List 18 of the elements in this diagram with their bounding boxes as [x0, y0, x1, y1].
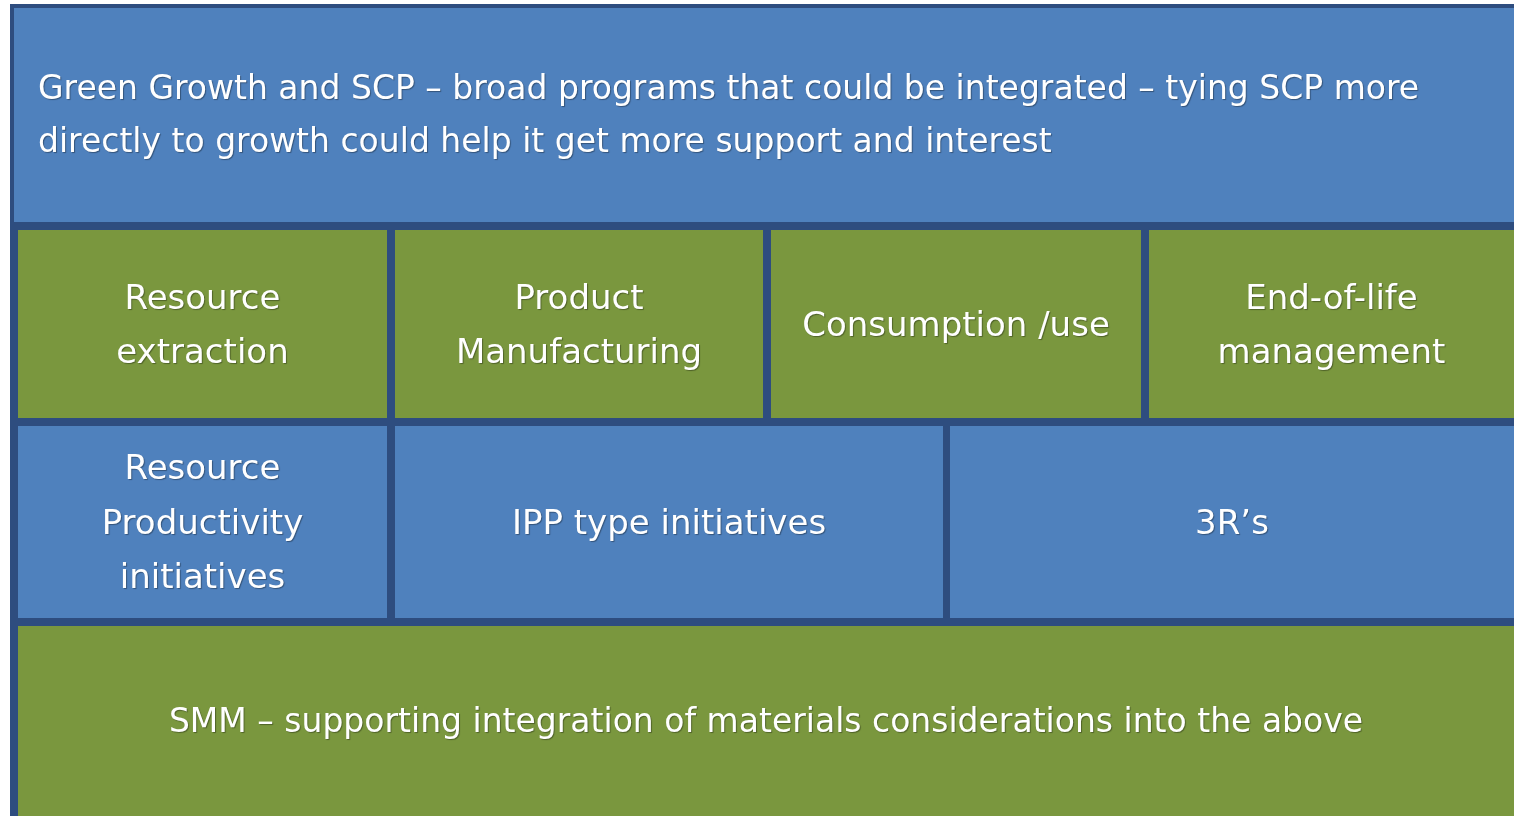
cell-label: Product Manufacturing [454, 275, 704, 373]
stage-cell [395, 426, 943, 618]
header-band [14, 8, 1514, 222]
stage-cell [771, 230, 1141, 418]
stage-cell [18, 230, 387, 418]
cell-label: Resource Productivity initiatives [100, 446, 305, 599]
stage-cell [18, 426, 387, 618]
cell-label: Consumption /use [802, 302, 1110, 346]
stage-cell [950, 426, 1514, 618]
cell-label: End-of-life management [1216, 275, 1447, 373]
cell-label: IPP type initiatives [511, 500, 827, 544]
cell-label: Resource extraction [115, 275, 290, 373]
stage-cell [395, 230, 763, 418]
stage-cell [1149, 230, 1514, 418]
cell-label: 3R’s [1195, 500, 1269, 544]
footer-band [18, 626, 1514, 816]
header-text: Green Growth and SCP – broad programs that could be integrated – tying SCP more directly to growth could help it get more support and interest [38, 67, 1421, 162]
cell-label: SMM – supporting integration of materials considerations into the above [168, 699, 1364, 742]
